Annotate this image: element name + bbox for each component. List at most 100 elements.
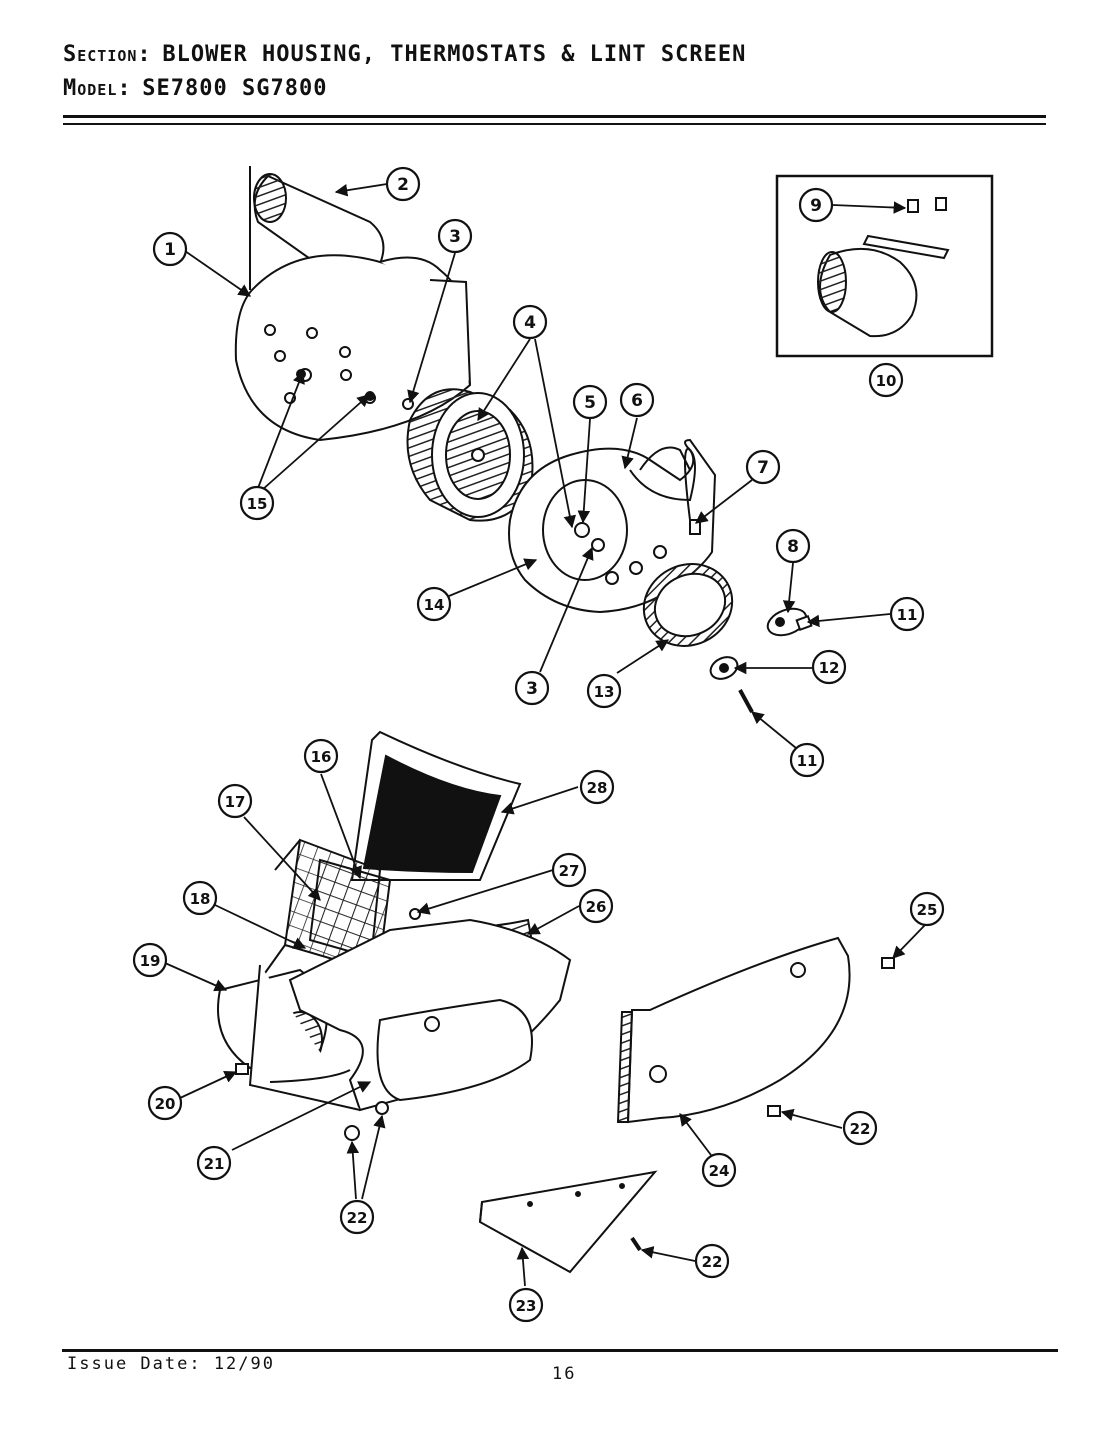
part-27-screw bbox=[409, 908, 421, 920]
part-20-screw bbox=[235, 1063, 249, 1075]
callout-c6: 6 bbox=[619, 382, 655, 418]
section-heading: Section: BLOWER HOUSING, THERMOSTATS & L… bbox=[63, 42, 746, 67]
callout-number: 8 bbox=[787, 537, 799, 557]
callout-c24: 24 bbox=[701, 1152, 737, 1188]
header-rule-top bbox=[63, 115, 1046, 118]
callout-circle bbox=[416, 586, 452, 622]
callout-number: 12 bbox=[819, 659, 840, 677]
callout-circle bbox=[132, 942, 168, 978]
callout-c20: 20 bbox=[147, 1085, 183, 1121]
header-rule-bottom bbox=[63, 123, 1046, 125]
part-7-bracket bbox=[629, 447, 701, 535]
part-22-screws-left bbox=[344, 1101, 389, 1141]
callout-circle bbox=[586, 673, 622, 709]
callout-number: 14 bbox=[424, 596, 445, 614]
callout-number: 21 bbox=[204, 1155, 225, 1173]
callout-circle bbox=[147, 1085, 183, 1121]
callout-c2: 2 bbox=[385, 166, 421, 202]
callout-circle bbox=[842, 1110, 878, 1146]
callout-number: 10 bbox=[876, 372, 897, 390]
callout-c23: 23 bbox=[508, 1287, 544, 1323]
callout-number: 15 bbox=[247, 495, 268, 513]
part-21-lint-housing bbox=[248, 918, 572, 1112]
callout-circle bbox=[798, 187, 834, 223]
callout-circle bbox=[508, 1287, 544, 1323]
callout-c15: 15 bbox=[239, 485, 275, 521]
callout-number: 7 bbox=[757, 458, 769, 478]
callout-number: 9 bbox=[810, 196, 822, 216]
callout-number: 27 bbox=[559, 862, 580, 880]
callout-c25: 25 bbox=[909, 891, 945, 927]
callout-circle bbox=[811, 649, 847, 685]
callout-circle bbox=[551, 852, 587, 888]
callout-number: 25 bbox=[917, 901, 938, 919]
leader-lines bbox=[164, 183, 926, 1287]
callout-c10: 10 bbox=[868, 362, 904, 398]
callout-number: 6 bbox=[631, 391, 643, 411]
callout-circle bbox=[437, 218, 473, 254]
callout-circle bbox=[694, 1243, 730, 1279]
issue-date: Issue Date: 12/90 bbox=[67, 1354, 275, 1374]
callout-circle bbox=[572, 384, 608, 420]
callout-c22c: 22 bbox=[694, 1243, 730, 1279]
part-13-duct-ring bbox=[642, 563, 734, 647]
callout-circle bbox=[789, 742, 825, 778]
callout-number: 18 bbox=[190, 890, 211, 908]
callout-number: 24 bbox=[709, 1162, 730, 1180]
callout-circle bbox=[579, 769, 615, 805]
callout-circle bbox=[217, 783, 253, 819]
callout-c11a: 11 bbox=[889, 596, 925, 632]
callout-c14: 14 bbox=[416, 586, 452, 622]
callout-c3b: 3 bbox=[514, 670, 550, 706]
model-numbers: SE7800 SG7800 bbox=[142, 76, 328, 101]
callout-c22b: 22 bbox=[842, 1110, 878, 1146]
part-4-blower-wheel bbox=[406, 388, 534, 522]
callout-c12: 12 bbox=[811, 649, 847, 685]
section-title: BLOWER HOUSING, THERMOSTATS & LINT SCREE… bbox=[162, 42, 747, 67]
inset-box bbox=[775, 174, 994, 358]
callout-circle bbox=[303, 738, 339, 774]
part-10-capacitor-inset bbox=[817, 234, 950, 338]
callout-c28: 28 bbox=[579, 769, 615, 805]
callout-circle bbox=[775, 528, 811, 564]
callout-number: 11 bbox=[897, 606, 918, 624]
callout-number: 1 bbox=[164, 240, 176, 260]
callout-number: 3 bbox=[526, 679, 538, 699]
part-28-lint-screen bbox=[350, 730, 522, 882]
callout-circle bbox=[385, 166, 421, 202]
callout-number: 13 bbox=[594, 683, 615, 701]
callout-number: 22 bbox=[347, 1209, 368, 1227]
callout-c7: 7 bbox=[745, 449, 781, 485]
callout-c9: 9 bbox=[798, 187, 834, 223]
callout-c3a: 3 bbox=[437, 218, 473, 254]
callout-circle bbox=[182, 880, 218, 916]
callout-number: 28 bbox=[587, 779, 608, 797]
callout-number: 26 bbox=[586, 898, 607, 916]
callout-c27: 27 bbox=[551, 852, 587, 888]
page-number: 16 bbox=[552, 1364, 577, 1384]
callout-circle bbox=[152, 231, 188, 267]
part-14-blower-housing bbox=[508, 438, 717, 614]
callout-c19: 19 bbox=[132, 942, 168, 978]
callout-circle bbox=[339, 1199, 375, 1235]
callout-number: 2 bbox=[397, 175, 409, 195]
callout-circle bbox=[514, 670, 550, 706]
callout-circle bbox=[512, 304, 548, 340]
callout-number: 19 bbox=[140, 952, 161, 970]
callout-c8: 8 bbox=[775, 528, 811, 564]
part-25-screw bbox=[881, 957, 895, 969]
footer-rule bbox=[62, 1349, 1058, 1352]
callout-circle bbox=[239, 485, 275, 521]
callout-circle bbox=[619, 382, 655, 418]
callout-number: 20 bbox=[155, 1095, 176, 1113]
callout-c13: 13 bbox=[586, 673, 622, 709]
callout-circle bbox=[909, 891, 945, 927]
callout-c22a: 22 bbox=[339, 1199, 375, 1235]
callout-number: 17 bbox=[225, 793, 246, 811]
part-22-screw-right bbox=[630, 1105, 781, 1252]
callout-number: 4 bbox=[524, 313, 536, 333]
part-23-shield bbox=[478, 1170, 658, 1274]
callout-c5: 5 bbox=[572, 384, 608, 420]
